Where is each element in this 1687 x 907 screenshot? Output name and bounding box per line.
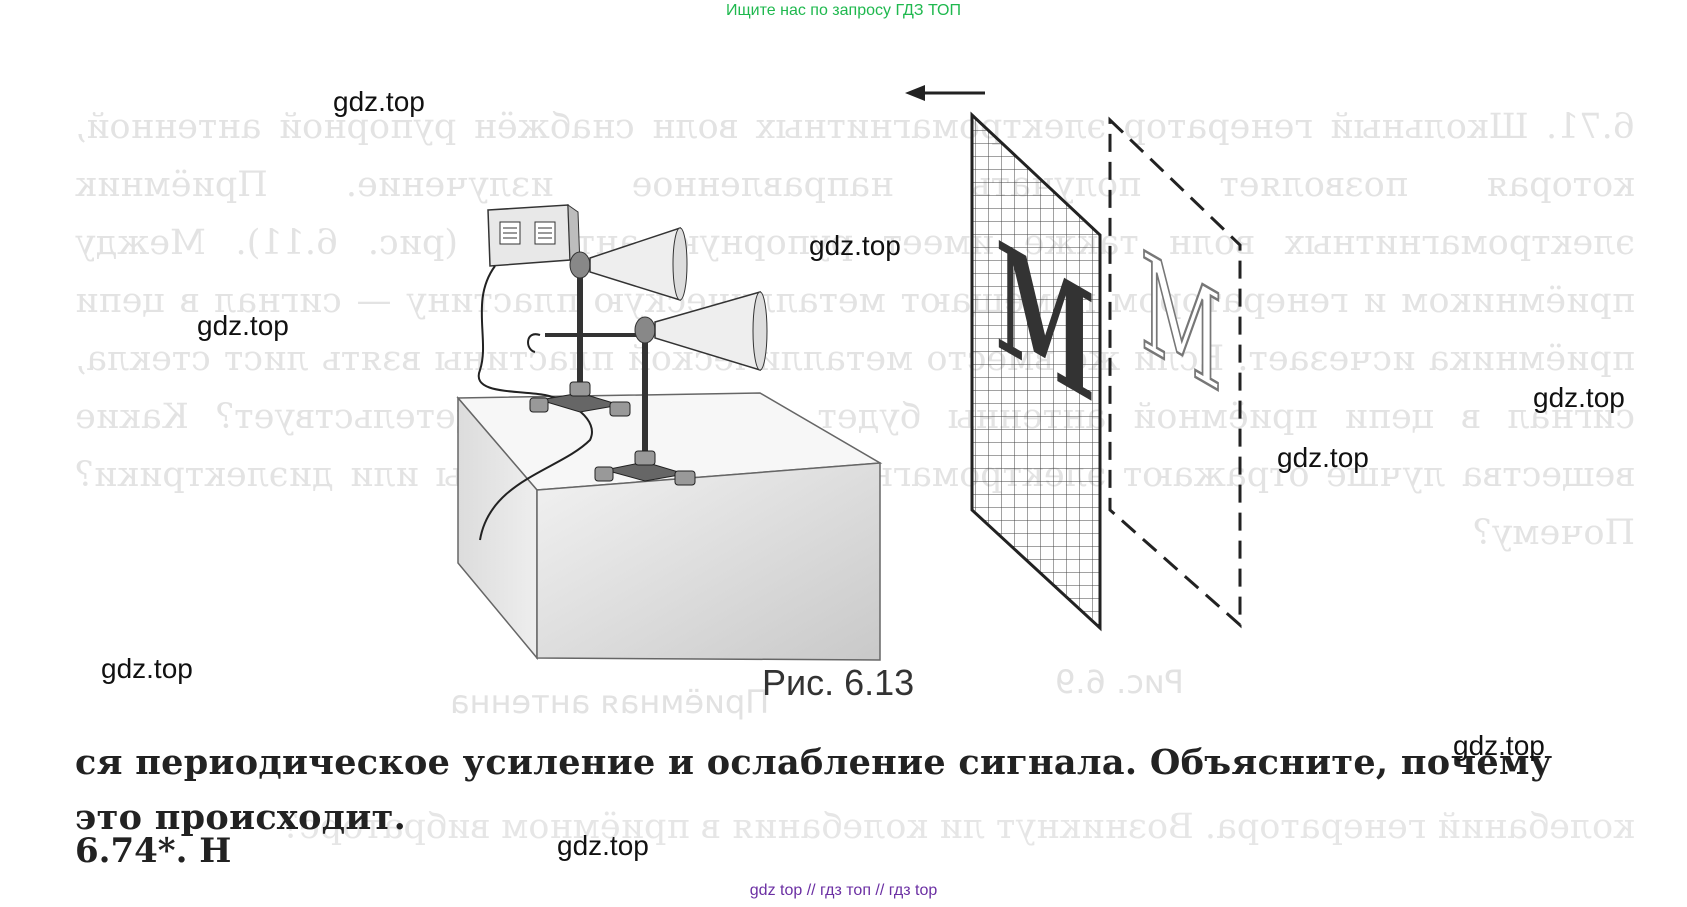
watermark: gdz.top bbox=[557, 830, 649, 861]
letter-m-back: M bbox=[1140, 223, 1222, 425]
watermark: gdz.top bbox=[809, 230, 901, 261]
body-line: ся периодическое усиление и ослабление с… bbox=[75, 742, 1553, 783]
cut-off-line: 6.74*. Н bbox=[75, 831, 232, 871]
transmitter-horn bbox=[529, 226, 688, 417]
watermark: gdz.top bbox=[101, 653, 193, 684]
receiver-horn bbox=[594, 291, 768, 486]
body-line: это происходит. bbox=[75, 797, 407, 838]
watermark: gdz.top bbox=[1533, 382, 1625, 413]
watermark: gdz.top bbox=[333, 86, 425, 117]
cable bbox=[477, 265, 593, 541]
watermark: gdz.top bbox=[1277, 442, 1369, 473]
body-text: ся периодическое усиление и ослабление с… bbox=[75, 735, 1625, 845]
motion-arrow bbox=[905, 85, 985, 101]
figure-caption: Рис. 6.13 bbox=[762, 662, 915, 703]
footer-links[interactable]: gdz top // гдз топ // гдз top bbox=[749, 882, 938, 899]
generator-device bbox=[487, 204, 581, 267]
table-box bbox=[456, 392, 883, 661]
watermark: gdz.top bbox=[197, 310, 289, 341]
watermark: gdz.top bbox=[1453, 730, 1545, 761]
dashed-plate-outline bbox=[1108, 116, 1242, 629]
top-banner[interactable]: Ищите нас по запросу ГДЗ ТОП bbox=[726, 2, 961, 19]
metal-grid-plate bbox=[970, 111, 1102, 632]
